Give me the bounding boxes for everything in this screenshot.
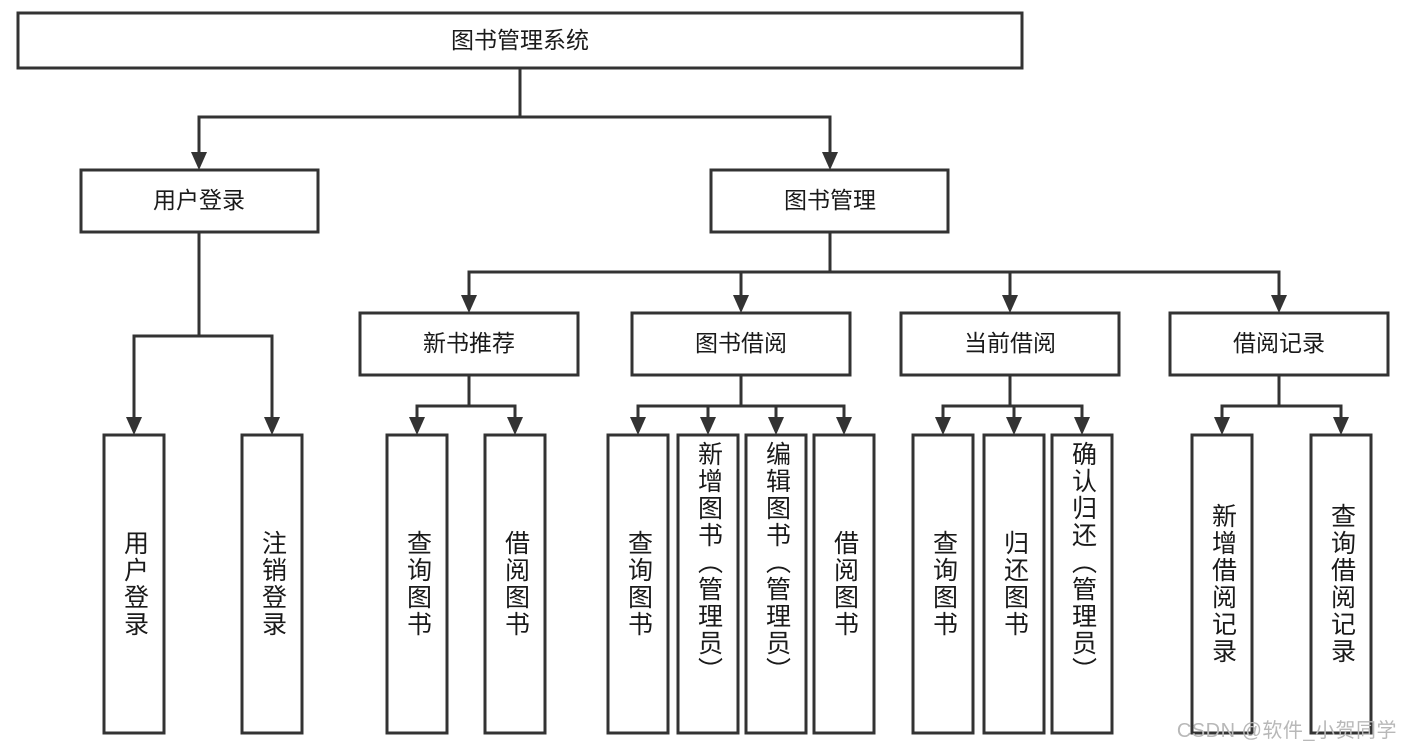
connector-group-user-login <box>126 230 280 435</box>
node-borrow-records-label: 借阅记录 <box>1233 330 1325 356</box>
node-book-borrow[interactable]: 图书借阅 <box>630 311 852 377</box>
node-current-borrow[interactable]: 当前借阅 <box>899 311 1121 377</box>
connector-group-book-management <box>461 230 1287 313</box>
node-book-management[interactable]: 图书管理 <box>709 168 950 234</box>
leaf-box-query-book-borrow[interactable] <box>606 433 670 735</box>
leaf-box-user-login[interactable] <box>102 433 166 735</box>
arrow-leaf-add-book <box>700 417 716 435</box>
leaf-box-add-record[interactable] <box>1190 433 1254 735</box>
leaf-box-add-book[interactable] <box>676 433 740 735</box>
arrow-leaf-query-book-current <box>935 417 951 435</box>
leaf-box-group <box>102 433 1373 735</box>
arrow-current-borrow <box>1002 295 1018 313</box>
arrow-new-book-recommend <box>461 295 477 313</box>
node-user-login[interactable]: 用户登录 <box>79 168 320 234</box>
leaf-box-borrow-book[interactable] <box>812 433 876 735</box>
node-user-login-label: 用户登录 <box>153 187 245 213</box>
leaf-box-return-book[interactable] <box>982 433 1046 735</box>
arrow-book-borrow <box>733 295 749 313</box>
node-user-login-box[interactable] <box>79 168 320 234</box>
connector-group-book-borrow <box>630 373 852 435</box>
arrow-leaf-borrow-book <box>836 417 852 435</box>
node-borrow-records-box[interactable] <box>1168 311 1390 377</box>
arrow-user-login <box>191 152 207 170</box>
node-current-borrow-box[interactable] <box>899 311 1121 377</box>
node-new-book-recommend-label: 新书推荐 <box>423 330 515 356</box>
arrow-borrow-records <box>1271 295 1287 313</box>
arrow-leaf-confirm-return <box>1074 417 1090 435</box>
node-current-borrow-label: 当前借阅 <box>964 330 1056 356</box>
arrow-leaf-query-record <box>1333 417 1349 435</box>
node-book-borrow-box[interactable] <box>630 311 852 377</box>
node-new-book-recommend-box[interactable] <box>358 311 580 377</box>
leaf-box-logout[interactable] <box>240 433 304 735</box>
node-book-management-box[interactable] <box>709 168 950 234</box>
connector-group-current-borrow <box>935 373 1090 435</box>
node-root-label: 图书管理系统 <box>451 27 589 53</box>
leaf-box-query-book-current[interactable] <box>911 433 975 735</box>
arrow-book-management <box>822 152 838 170</box>
node-borrow-records[interactable]: 借阅记录 <box>1168 311 1390 377</box>
connector-group-new-book-recommend <box>409 373 523 435</box>
node-new-book-recommend[interactable]: 新书推荐 <box>358 311 580 377</box>
arrow-leaf-logout <box>264 417 280 435</box>
arrow-leaf-add-record <box>1214 417 1230 435</box>
node-root-box[interactable] <box>16 11 1024 70</box>
csdn-watermark: CSDN @软件_小贺同学 <box>1176 720 1397 742</box>
leaf-box-query-record[interactable] <box>1309 433 1373 735</box>
arrow-leaf-user-login <box>126 417 142 435</box>
connector-group-root <box>191 66 838 170</box>
arrow-leaf-query-book-rec <box>409 417 425 435</box>
leaf-box-confirm-return[interactable] <box>1050 433 1114 735</box>
leaf-box-query-book-rec[interactable] <box>385 433 449 735</box>
arrow-leaf-edit-book <box>768 417 784 435</box>
connector-group-borrow-records <box>1214 373 1349 435</box>
arrow-leaf-return-book <box>1006 417 1022 435</box>
arrow-leaf-borrow-book-rec <box>507 417 523 435</box>
node-book-borrow-label: 图书借阅 <box>695 330 787 356</box>
node-root[interactable]: 图书管理系统 <box>16 11 1024 70</box>
arrow-leaf-query-book-borrow <box>630 417 646 435</box>
leaf-box-borrow-book-rec[interactable] <box>483 433 547 735</box>
leaf-box-edit-book[interactable] <box>744 433 808 735</box>
node-book-management-label: 图书管理 <box>784 187 876 213</box>
